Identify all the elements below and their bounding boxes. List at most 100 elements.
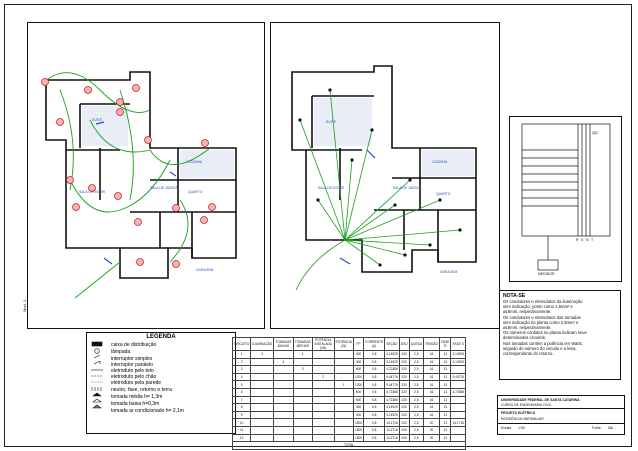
table-cell — [273, 403, 294, 412]
table-cell — [273, 433, 294, 443]
table-cell — [273, 418, 294, 427]
table-cell: 4 — [273, 357, 294, 367]
table-cell: 9,44776 — [384, 380, 400, 389]
table-cell — [250, 372, 275, 382]
table-cell: 1800 — [352, 418, 365, 427]
table-cell — [292, 425, 313, 435]
table-cell: 0,8 — [363, 372, 386, 382]
table-cell: 14,1716 — [384, 425, 400, 435]
table-cell: 10 — [231, 418, 252, 427]
diagram-panel-label: QD — [592, 130, 598, 135]
table-cell: 1 — [231, 350, 252, 359]
table-cell: 0,8 — [363, 350, 386, 359]
table-cell — [292, 395, 313, 405]
legend-item-3: interruptor paralelo — [111, 362, 153, 368]
right-plan-outlets — [298, 88, 462, 267]
legend-item-6: eletroduto pela parede — [111, 380, 162, 386]
table-cell: 600 — [352, 395, 365, 405]
table-cell: 220 — [398, 403, 410, 412]
right-plan-rooms-fill — [314, 98, 474, 176]
table-cell: 4 — [231, 372, 252, 382]
total-label: TOTAL — [232, 441, 466, 450]
table-cell: 220 — [398, 380, 410, 389]
table-cell: 220 — [398, 387, 410, 397]
table-cell: 14,1716 — [384, 433, 400, 443]
left-plan-circuits — [43, 72, 211, 299]
table-cell: 11 — [231, 425, 252, 435]
table-cell: 13 — [439, 395, 452, 405]
table-cell: 2 — [311, 372, 335, 382]
table-cell: 5 — [231, 380, 252, 389]
note-line: Os números contidos no planta indicam se… — [503, 330, 587, 336]
notes-box: NOTA-SE Os condutores e eletrodutos da i… — [499, 290, 621, 380]
table-cell: 0,8 — [363, 403, 386, 412]
table-cell — [250, 410, 275, 420]
load-table-total-row: TOTAL — [232, 441, 466, 450]
table-cell — [273, 425, 294, 435]
table-cell: 2,5 — [408, 380, 425, 389]
table-cell — [450, 425, 466, 435]
table-cell — [450, 395, 466, 405]
table-cell — [311, 425, 335, 435]
header-cell: DISJ — [398, 337, 410, 351]
title-divider — [498, 408, 624, 409]
title-institution: UNIVERSIDADE FEDERAL DE SANTA CATARINA — [501, 398, 580, 402]
table-cell: 3,14925 — [384, 357, 400, 367]
left-room-label-4: SALA DE JANTAR — [150, 186, 179, 190]
table-cell — [450, 403, 466, 412]
table-cell: 1200 — [352, 380, 365, 389]
header-cell: POTÊNCIA INSTALADA (VA) — [311, 337, 335, 351]
legend-item-9: tomada baixa h=0,3m — [111, 401, 160, 407]
header-cell: TENSÃO — [422, 337, 441, 351]
load-table-header-row: CIRCUITO ILUMINAÇÃO TOMADAS BAIXAS TOMAD… — [231, 337, 466, 351]
note-line: ø16mm, respectivamente. — [503, 325, 552, 331]
left-room-label-8: GARAGEM — [196, 268, 214, 272]
table-cell: 3,14925 — [384, 403, 400, 412]
table-cell — [250, 380, 275, 389]
note-line: sem indicação, ponto como 1,5mm² e — [503, 304, 573, 310]
table-cell: 16 — [422, 350, 441, 359]
right-room-label-4: SALA DE JANTAR — [393, 186, 422, 190]
table-cell: 400 — [352, 403, 365, 412]
table-cell: 13 — [439, 365, 452, 374]
table-cell — [273, 395, 294, 405]
table-cell: 7 — [231, 395, 252, 405]
table-cell — [333, 425, 354, 435]
table-cell: 3,14925 — [384, 410, 400, 420]
left-room-label-1: SALA DE ESTAR — [79, 190, 106, 194]
table-cell — [333, 418, 354, 427]
legend-item-10: tomada ar condicionado h= 2,1m — [111, 408, 184, 414]
table-cell: 1 — [292, 350, 313, 359]
table-cell — [333, 372, 354, 382]
table-cell — [250, 365, 275, 374]
note-line: determinados circuitos. — [503, 335, 547, 341]
table-cell: 4,72388 — [450, 387, 466, 397]
diagram-meter-label: MEDIDOR — [538, 272, 555, 276]
title-course: CURSO DE ENGENHARIA CIVIL — [501, 403, 552, 407]
table-cell: 16 — [422, 372, 441, 382]
table-cell — [333, 350, 354, 359]
notes-title: NOTA-SE — [503, 293, 526, 299]
table-cell: 2 — [231, 357, 252, 367]
single-line-diagram-panel[interactable] — [509, 116, 622, 282]
table-cell: 2,5 — [408, 395, 425, 405]
table-cell: 9 — [231, 410, 252, 420]
table-cell — [333, 403, 354, 412]
table-cell: 16 — [422, 380, 441, 389]
header-cell: TOMADAS BAIXAS — [273, 337, 294, 351]
table-cell: 16 — [422, 365, 441, 374]
table-cell — [292, 418, 313, 427]
single-line-diagram — [521, 123, 611, 271]
table-cell — [450, 433, 466, 443]
table-cell — [292, 433, 313, 443]
diagram-phase-n: N — [586, 238, 589, 242]
table-cell: 220 — [398, 372, 410, 382]
table-cell: 16 — [422, 403, 441, 412]
table-cell: 13 — [439, 410, 452, 420]
